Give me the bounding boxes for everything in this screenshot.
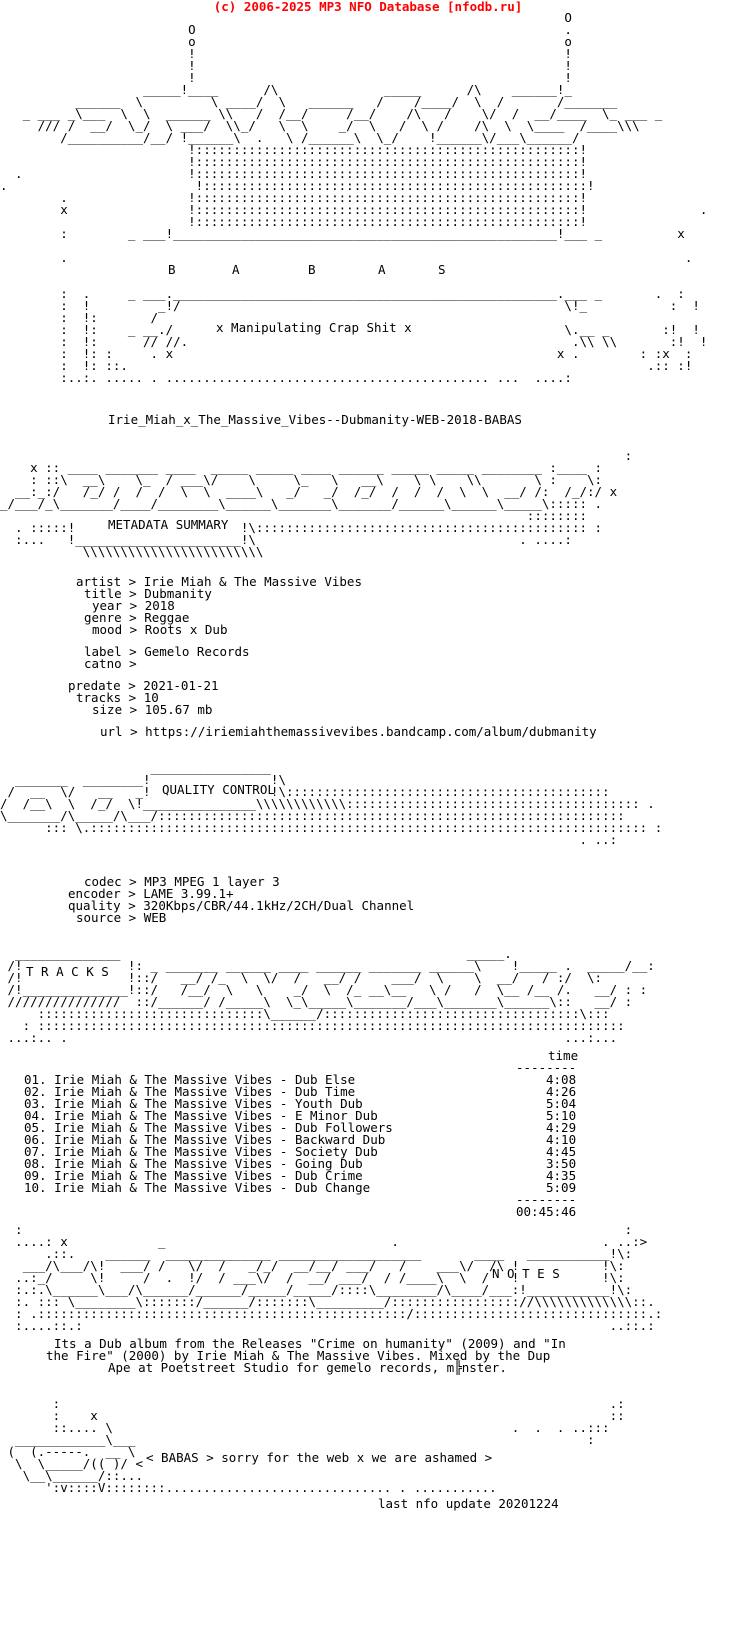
track-time: 5:04 xyxy=(546,1096,577,1111)
quality-key-source: source > WEB xyxy=(76,910,167,925)
header-rule: -------- xyxy=(516,1060,577,1075)
meta-key-predate: predate > 2021-01-21 xyxy=(68,678,219,693)
quality-value-source: WEB xyxy=(143,910,167,925)
track-time: 4:35 xyxy=(546,1168,577,1183)
notes-line-3: Ape at Poetstreet Studio for gemelo reco… xyxy=(108,1360,507,1375)
track-title: Dub Else xyxy=(294,1072,356,1087)
track-row: 02. Irie Miah & The Massive Vibes - Dub … xyxy=(24,1084,356,1099)
meta-value-size: 105.67 mb xyxy=(144,702,213,717)
section-title-notes: N O T E S xyxy=(492,1266,560,1281)
section-title-metadata: METADATA SUMMARY xyxy=(108,517,229,532)
meta-value-artist: Irie Miah & The Massive Vibes xyxy=(143,574,362,589)
track-title: Society Dub xyxy=(294,1144,378,1159)
meta-key-title: title > Dubmanity xyxy=(84,586,212,601)
logo-letter-1: B xyxy=(168,262,176,277)
track-time: 4:08 xyxy=(546,1072,577,1087)
meta-value-mood: Roots x Dub xyxy=(144,622,228,637)
section-title-quality: QUALITY CONTROL xyxy=(162,782,275,797)
meta-key-tracks: tracks > 10 xyxy=(76,690,159,705)
track-row: 01. Irie Miah & The Massive Vibes - Dub … xyxy=(24,1072,356,1087)
meta-value-tracks: 10 xyxy=(143,690,159,705)
last-update: last nfo update 20201224 xyxy=(378,1496,559,1511)
logo-tagline: x Manipulating Crap Shit x xyxy=(216,320,412,335)
quality-value-quality: 320Kbps/CBR/44.1kHz/2CH/Dual Channel xyxy=(143,898,415,913)
track-row: 08. Irie Miah & The Massive Vibes - Goin… xyxy=(24,1156,363,1171)
track-time: 4:10 xyxy=(546,1132,577,1147)
release-name: Irie_Miah_x_The_Massive_Vibes--Dubmanity… xyxy=(108,412,522,427)
meta-value-url: https://iriemiahthemassivevibes.bandcamp… xyxy=(145,724,597,739)
track-time: 4:45 xyxy=(546,1144,577,1159)
track-title: Dub Time xyxy=(294,1084,356,1099)
meta-key-artist: artist > Irie Miah & The Massive Vibes xyxy=(76,574,362,589)
quality-value-codec: MP3 MPEG 1 layer 3 xyxy=(144,874,280,889)
logo-letter-5: S xyxy=(438,262,446,277)
meta-value-year: 2018 xyxy=(144,598,175,613)
meta-key-catno: catno > xyxy=(84,656,145,671)
track-row: 07. Irie Miah & The Massive Vibes - Soci… xyxy=(24,1144,378,1159)
meta-key-size: size > 105.67 mb xyxy=(92,702,213,717)
site-header: (c) 2006-2025 MP3 NFO Database [nfodb.ru… xyxy=(213,0,523,14)
track-time: 4:29 xyxy=(546,1120,577,1135)
logo-letter-4: A xyxy=(378,262,386,277)
quality-value-encoder: LAME 3.99.1+ xyxy=(143,886,234,901)
quality-key-quality: quality > 320Kbps/CBR/44.1kHz/2CH/Dual C… xyxy=(68,898,415,913)
track-time: 5:09 xyxy=(546,1180,577,1195)
track-title: Going Dub xyxy=(294,1156,363,1171)
track-row: 10. Irie Miah & The Massive Vibes - Dub … xyxy=(24,1180,371,1195)
time-column-header: time xyxy=(548,1048,579,1063)
track-row: 06. Irie Miah & The Massive Vibes - Back… xyxy=(24,1132,386,1147)
track-title: Youth Dub xyxy=(294,1096,363,1111)
meta-value-title: Dubmanity xyxy=(144,586,212,601)
track-title: Dub Crime xyxy=(294,1168,363,1183)
track-time: 3:50 xyxy=(546,1156,577,1171)
section-title-tracks: T R A C K S xyxy=(26,964,109,979)
quality-key-codec: codec > MP3 MPEG 1 layer 3 xyxy=(84,874,280,889)
quality-key-encoder: encoder > LAME 3.99.1+ xyxy=(68,886,234,901)
meta-key-url: url > https://iriemiahthemassivevibes.ba… xyxy=(100,724,597,739)
footer-message: < BABAS > sorry for the web x we are ash… xyxy=(146,1450,493,1465)
track-title: Dub Followers xyxy=(294,1120,393,1135)
meta-value-predate: 2021-01-21 xyxy=(143,678,219,693)
track-row: 05. Irie Miah & The Massive Vibes - Dub … xyxy=(24,1120,393,1135)
track-title: Backward Dub xyxy=(294,1132,386,1147)
track-time: 5:10 xyxy=(546,1108,577,1123)
logo-letter-2: A xyxy=(232,262,240,277)
track-row: 04. Irie Miah & The Massive Vibes - E Mi… xyxy=(24,1108,378,1123)
meta-key-genre: genre > Reggae xyxy=(84,610,190,625)
track-title: Dub Change xyxy=(294,1180,371,1195)
meta-key-mood: mood > Roots x Dub xyxy=(92,622,228,637)
meta-key-label: label > Gemelo Records xyxy=(84,644,250,659)
total-rule: -------- xyxy=(516,1192,577,1207)
meta-key-year: year > 2018 xyxy=(92,598,175,613)
track-title: E Minor Dub xyxy=(294,1108,378,1123)
notes-line-1: Its a Dub album from the Releases "Crime… xyxy=(54,1336,566,1351)
notes-line-2: the Fire" (2000) by Irie Miah & The Mass… xyxy=(46,1348,551,1363)
track-row: 03. Irie Miah & The Massive Vibes - Yout… xyxy=(24,1096,363,1111)
track-row: 09. Irie Miah & The Massive Vibes - Dub … xyxy=(24,1168,363,1183)
track-time: 4:26 xyxy=(546,1084,577,1099)
meta-value-genre: Reggae xyxy=(144,610,190,625)
total-time: 00:45:46 xyxy=(516,1204,577,1219)
logo-letter-3: B xyxy=(308,262,316,277)
meta-value-label: Gemelo Records xyxy=(144,644,250,659)
